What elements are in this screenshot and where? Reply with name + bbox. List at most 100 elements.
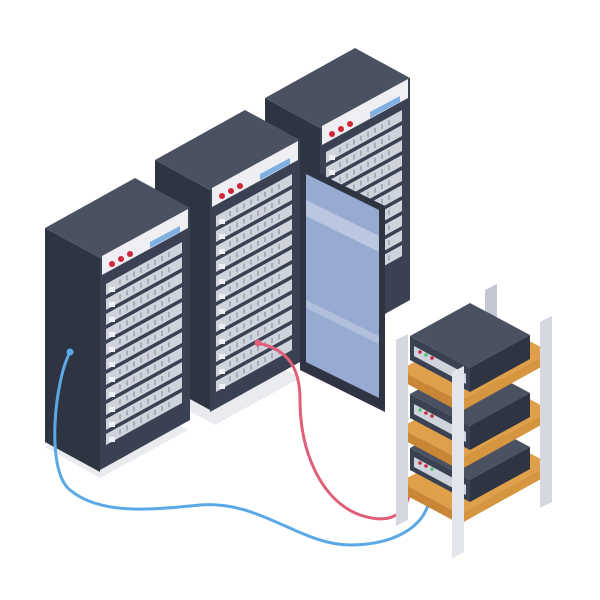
server-unit	[106, 257, 182, 310]
unit-handle-icon	[219, 354, 225, 359]
server-unit	[216, 264, 292, 317]
unit-handle-icon	[109, 407, 115, 412]
unit-handle-icon	[219, 249, 225, 254]
led-icon	[430, 356, 434, 360]
unit-handle-icon	[109, 347, 115, 352]
shelf-post-front	[452, 366, 464, 558]
door-glare	[306, 300, 379, 344]
shelf-tier-edge	[400, 428, 460, 470]
rack-middle-leds	[219, 183, 243, 199]
rack-left-top	[45, 178, 190, 258]
led-icon	[424, 464, 428, 468]
server-unit	[216, 249, 292, 302]
unit-handle-icon	[219, 369, 225, 374]
rack-door-open	[300, 164, 385, 412]
rack-middle-units	[216, 174, 292, 392]
unit-handle-icon	[219, 309, 225, 314]
door-glare	[306, 200, 379, 252]
server-unit	[106, 377, 182, 430]
shelf-post-front	[540, 316, 552, 508]
led-icon	[430, 414, 434, 418]
unit-handle-icon	[109, 332, 115, 337]
led-icon	[418, 350, 422, 354]
led-icon	[418, 461, 422, 465]
server-unit	[216, 279, 292, 332]
led-icon	[430, 467, 434, 471]
unit-handle-icon	[109, 392, 115, 397]
server-unit	[326, 125, 402, 178]
led-icon	[347, 121, 353, 127]
server-unit	[106, 392, 182, 445]
led-icon	[127, 251, 133, 257]
unit-handle-icon	[219, 384, 225, 389]
display-icon	[370, 96, 400, 118]
unit-handle-icon	[109, 422, 115, 427]
unit-handle-icon	[219, 339, 225, 344]
unit-handle-icon	[109, 302, 115, 307]
shelf-tier-edge	[460, 464, 550, 524]
server-unit	[326, 110, 402, 163]
server-unit	[106, 302, 182, 355]
rack-left-units	[106, 242, 182, 445]
shelf-post-front	[396, 334, 408, 526]
server-unit	[106, 347, 182, 400]
server-unit	[106, 287, 182, 340]
shelf-tier-edge	[400, 370, 460, 412]
door-glass	[306, 174, 379, 398]
unit-handle-icon	[329, 170, 335, 175]
unit-handle-icon	[329, 155, 335, 160]
display-icon	[260, 158, 290, 180]
rack-middle-top	[155, 110, 300, 190]
display-icon	[150, 226, 180, 248]
unit-handle-icon	[219, 264, 225, 269]
server-unit	[216, 219, 292, 272]
server-unit	[216, 174, 292, 227]
unit-handle-icon	[219, 219, 225, 224]
server-unit	[216, 234, 292, 287]
unit-handle-icon	[109, 377, 115, 382]
server-unit	[216, 189, 292, 242]
led-icon	[338, 126, 344, 132]
unit-handle-icon	[109, 437, 115, 442]
unit-handle-icon	[109, 317, 115, 322]
led-icon	[424, 353, 428, 357]
led-icon	[418, 408, 422, 412]
server-unit	[216, 204, 292, 257]
led-icon	[424, 411, 428, 415]
led-icon	[228, 188, 234, 194]
shelf-tier-edge	[460, 410, 550, 470]
unit-handle-icon	[219, 234, 225, 239]
shelf-tier-edge	[400, 482, 460, 524]
server-unit	[106, 317, 182, 370]
shelf-tier-edge	[460, 352, 550, 412]
server-unit	[106, 332, 182, 385]
server-unit	[326, 140, 402, 193]
led-icon	[118, 256, 124, 262]
rack-back-leds	[329, 121, 353, 137]
unit-handle-icon	[219, 279, 225, 284]
led-icon	[219, 193, 225, 199]
unit-handle-icon	[219, 294, 225, 299]
cable-red	[256, 341, 412, 521]
rack-back-top	[265, 48, 410, 128]
cable-plug-icon	[254, 339, 262, 347]
server-rack-left	[45, 178, 190, 472]
server-unit	[106, 272, 182, 325]
server-unit	[216, 294, 292, 347]
server-unit	[106, 362, 182, 415]
unit-handle-icon	[109, 287, 115, 292]
led-icon	[329, 131, 335, 137]
unit-handle-icon	[219, 324, 225, 329]
equipment-shelf	[396, 284, 552, 558]
cable-blue	[53, 350, 430, 547]
server-unit	[216, 309, 292, 362]
cable-plug-icon	[66, 348, 74, 356]
server-unit	[216, 324, 292, 377]
rack-left-leds	[109, 251, 133, 267]
led-icon	[109, 261, 115, 267]
unit-handle-icon	[109, 362, 115, 367]
server-unit	[216, 339, 292, 392]
server-unit	[106, 242, 182, 295]
led-icon	[237, 183, 243, 189]
